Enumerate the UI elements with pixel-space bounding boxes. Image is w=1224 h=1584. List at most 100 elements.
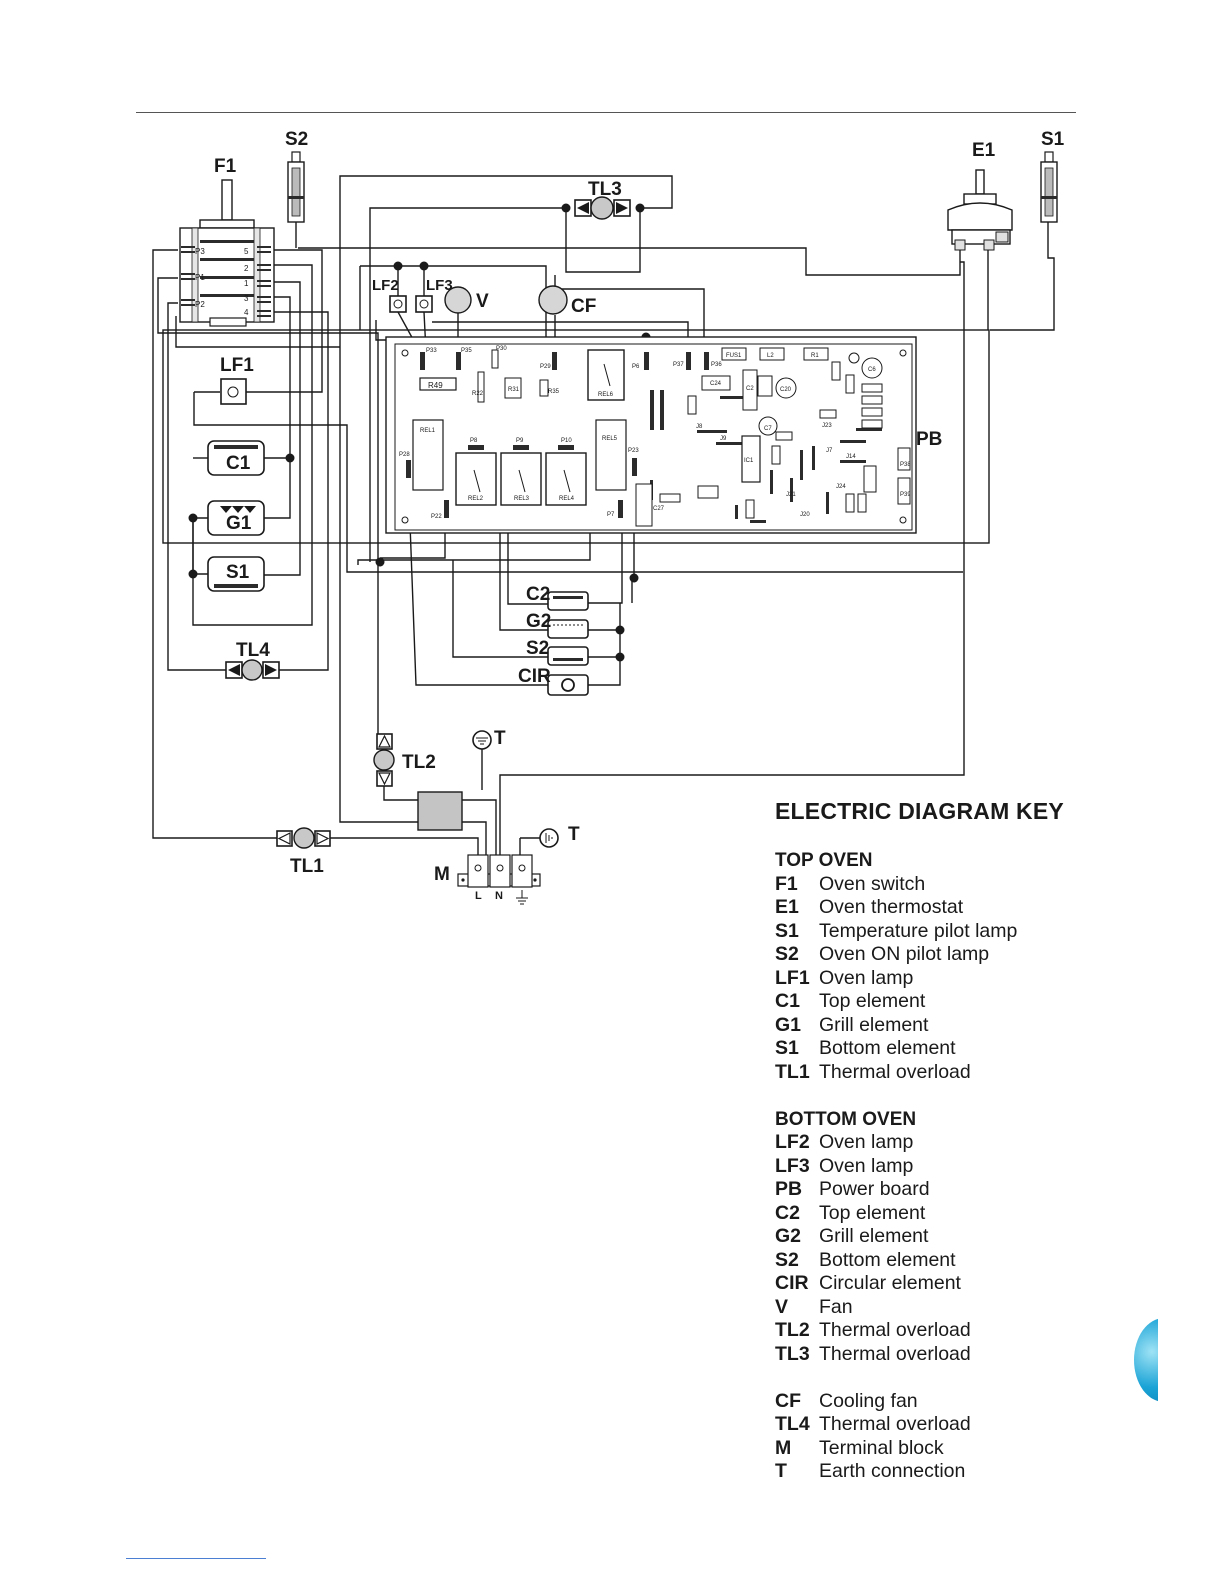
key-desc: Thermal overload [819,1060,971,1083]
pb-label-p10: P10 [561,438,572,444]
pb-label-rel2: REL2 [468,496,484,502]
label-tl3: TL3 [588,179,622,200]
pb-label-fus1: FUS1 [726,353,742,359]
key-code: TL3 [775,1342,810,1365]
pb-label-p8: P8 [470,438,478,444]
grill-element-g2 [547,619,589,639]
key-desc: Bottom element [819,1248,956,1271]
bottom-rule [126,1558,266,1559]
oven-thermostat-e1 [947,169,1013,251]
bottom-element-s2 [547,646,589,666]
pb-label-j7: J7 [826,448,833,454]
key-desc: Oven switch [819,872,926,895]
switch-terminal-4: 4 [244,308,249,317]
switch-terminal-p1: P1 [195,273,205,282]
pb-label-p36: P36 [711,362,722,368]
pb-label-p35: P35 [461,348,472,354]
label-c2: C2 [526,584,550,605]
pb-label-j8: J8 [696,424,703,430]
oven-switch-f1: P3 P1 P2 5 2 1 3 4 [179,179,275,327]
label-s2: S2 [526,638,549,659]
key-desc: Oven lamp [819,966,914,989]
terminal-block-m: L N [457,854,541,905]
label-f1: F1 [214,156,237,177]
label-v: V [476,291,489,312]
oven-lamp-lf2 [389,295,407,313]
pb-label-p33: P33 [426,348,437,354]
label-s2-top: S2 [285,129,308,150]
key-item: F1 Oven switch [775,873,1095,897]
thermal-overload-tl1 [276,827,331,849]
key-code: S1 [775,919,799,942]
oven-lamp-lf1 [220,378,247,405]
pb-label-p38: P38 [900,462,911,468]
key-code: S1 [775,1037,799,1059]
pb-label-p28: P28 [399,452,410,458]
key-item: TL1 Thermal overload [775,1061,1095,1085]
key-item: S1 Temperature pilot lamp [775,920,1095,944]
label-m: M [434,864,450,885]
pb-label-r31: R31 [508,387,520,393]
key-desc: Temperature pilot lamp [819,919,1018,942]
key-item: TL2 Thermal overload [775,1319,1095,1343]
thermal-overload-tl4 [225,659,280,681]
pb-label-p30: P30 [496,346,507,352]
key-desc: Thermal overload [819,1413,971,1435]
key-title: ELECTRIC DIAGRAM KEY [775,798,1064,824]
label-c1: C1 [226,453,251,474]
key-desc: Thermal overload [819,1319,971,1341]
key-desc: Oven lamp [819,1154,914,1177]
pilot-lamp-s2-top [287,151,305,223]
pb-label-p7: P7 [607,512,615,518]
key-code: TL2 [775,1319,810,1341]
key-code: TL1 [775,1060,810,1083]
key-desc: Top element [819,1201,926,1224]
pb-label-c6: C6 [868,367,876,373]
key-code: F1 [775,872,798,895]
key-code: S2 [775,1248,799,1271]
label-s1: S1 [226,562,250,583]
oven-lamp-lf3 [415,295,433,313]
cooling-fan-cf [538,285,568,315]
pb-label-p37: P37 [673,362,684,368]
pb-label-p39: P39 [900,492,911,498]
key-item: LF3 Oven lamp [775,1155,1095,1179]
pb-label-c20: C20 [780,387,792,393]
key-code: E1 [775,896,799,918]
key-code: LF3 [775,1154,810,1177]
key-code: T [775,1460,787,1482]
pb-label-r1: R1 [811,353,819,359]
key-item: TL3 Thermal overload [775,1343,1095,1367]
pilot-lamp-s1-top [1040,151,1058,223]
top-element-c2 [547,591,589,611]
top-element-c1: C1 [207,440,265,476]
label-g2: G2 [526,611,551,632]
label-cf: CF [571,296,596,317]
key-desc: Oven lamp [819,1131,914,1153]
label-t-upper: T [494,728,506,749]
earth-connection-lower [539,828,559,848]
terminal-l: L [475,890,482,902]
key-desc: Thermal overload [819,1342,971,1365]
diagram-key: ELECTRIC DIAGRAM KEY TOP OVEN F1 Oven swi… [775,798,1095,1484]
key-section-title: TOP OVEN [775,850,873,871]
circular-element-cir [547,674,589,696]
fan-v [444,286,472,314]
pb-label-rel3: REL3 [514,496,530,502]
pb-label-j24: J24 [836,484,846,490]
key-desc: Fan [819,1295,853,1318]
